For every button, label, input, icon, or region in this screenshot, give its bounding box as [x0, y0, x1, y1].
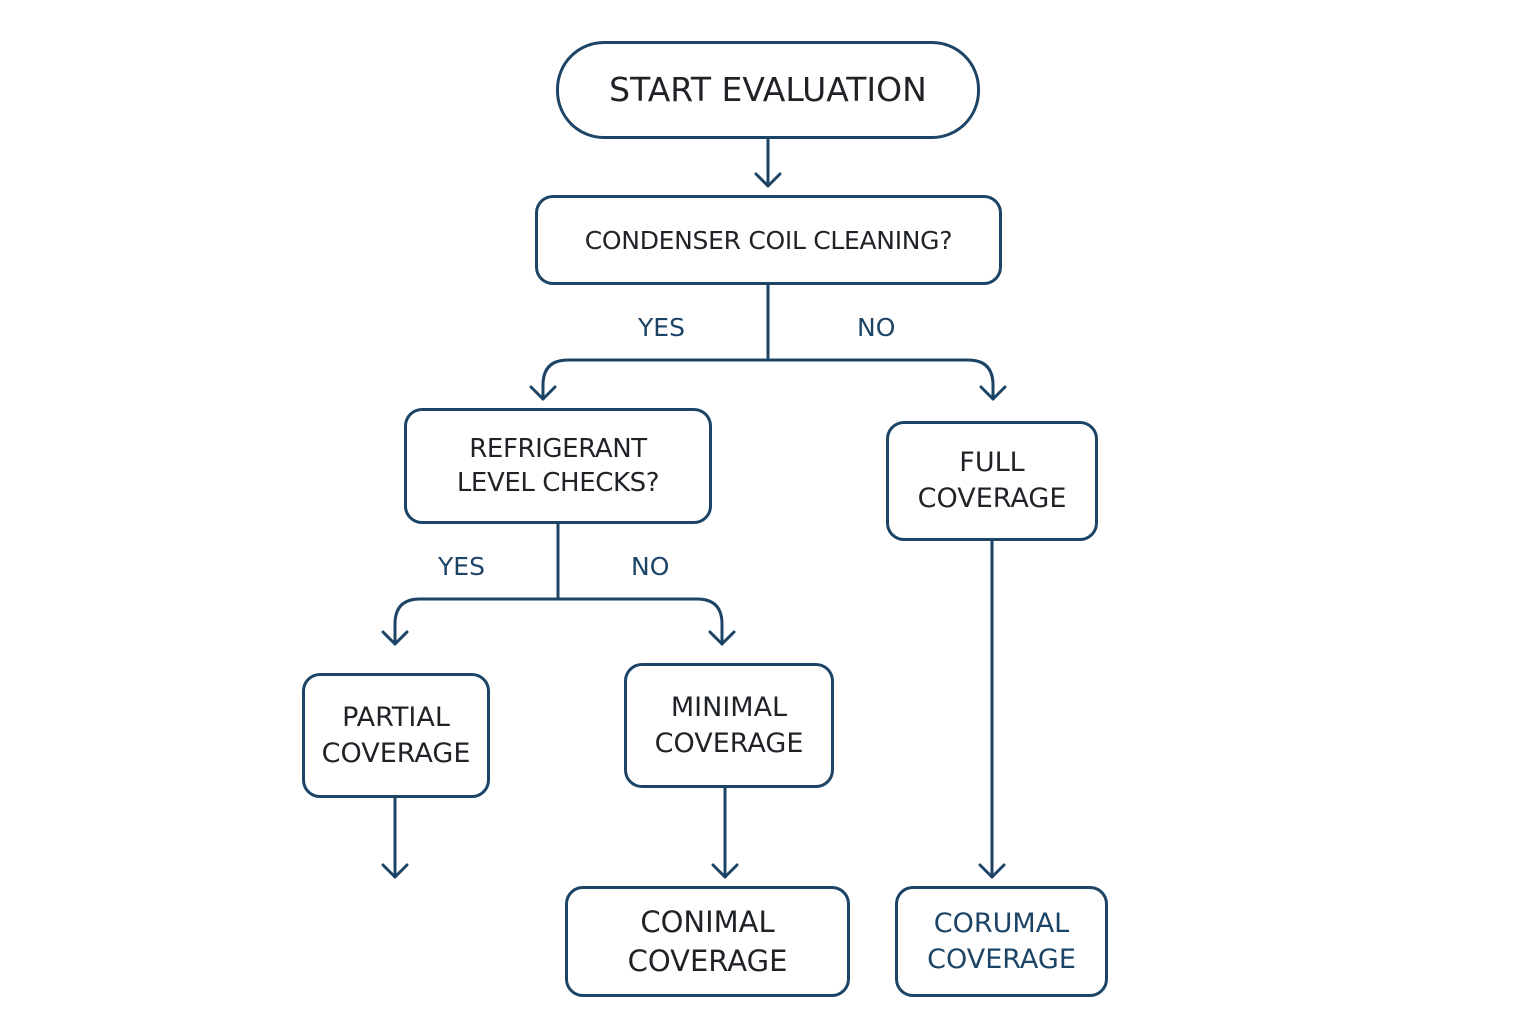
arrowhead-minimal-to-conimal — [711, 863, 739, 879]
arrowhead-condenser-no — [979, 385, 1007, 401]
arrowhead-refrigerant-yes — [381, 630, 409, 646]
partial-coverage-text-line-1: PARTIAL — [342, 701, 450, 733]
condenser-no-label: NO — [857, 313, 896, 342]
arrowhead-full-to-corumal — [978, 863, 1006, 879]
full-coverage-text-line-2: COVERAGE — [917, 483, 1067, 514]
partial-coverage-text-line-2: COVERAGE — [321, 737, 471, 769]
refrigerant-yes-label: YES — [438, 552, 485, 581]
conimal-coverage-text-line-2: COVERAGE — [627, 943, 788, 978]
minimal-coverage-node: MINIMAL COVERAGE — [624, 663, 834, 788]
condenser-coil-cleaning-decision: CONDENSER COIL CLEANING? — [535, 195, 1002, 285]
arrowhead-start-to-condenser — [754, 172, 782, 188]
corumal-coverage-node: CORUMAL COVERAGE — [895, 886, 1108, 997]
refrigerant-level-checks-decision: REFRIGERANT LEVEL CHECKS? — [404, 408, 712, 524]
arrowhead-partial-down — [381, 863, 409, 879]
corumal-coverage-text-line-1: CORUMAL — [933, 907, 1070, 939]
partial-coverage-node: PARTIAL COVERAGE — [302, 673, 490, 798]
refrigerant-text-line-1: REFRIGERANT — [469, 433, 647, 464]
refrigerant-text-line-2: LEVEL CHECKS? — [456, 468, 660, 498]
condenser-coil-cleaning-text: CONDENSER COIL CLEANING? — [584, 225, 953, 255]
arrowhead-condenser-yes — [529, 385, 557, 401]
corumal-coverage-text-line-2: COVERAGE — [927, 943, 1076, 975]
conimal-coverage-text-line-1: CONIMAL — [640, 905, 775, 940]
full-coverage-node: FULL COVERAGE — [886, 421, 1098, 541]
refrigerant-no-label: NO — [631, 552, 670, 581]
start-evaluation-text: START EVALUATION — [609, 70, 927, 110]
arrowhead-refrigerant-no — [708, 630, 736, 646]
full-coverage-text-line-1: FULL — [959, 447, 1025, 479]
conimal-coverage-node: CONIMAL COVERAGE — [565, 886, 850, 997]
connector-refrigerant-split — [393, 522, 724, 646]
condenser-yes-label: YES — [638, 313, 685, 342]
start-evaluation-node: START EVALUATION — [556, 41, 980, 139]
connector-condenser-split — [541, 283, 995, 401]
minimal-coverage-text-line-2: COVERAGE — [654, 727, 804, 759]
minimal-coverage-text-line-1: MINIMAL — [670, 691, 788, 723]
